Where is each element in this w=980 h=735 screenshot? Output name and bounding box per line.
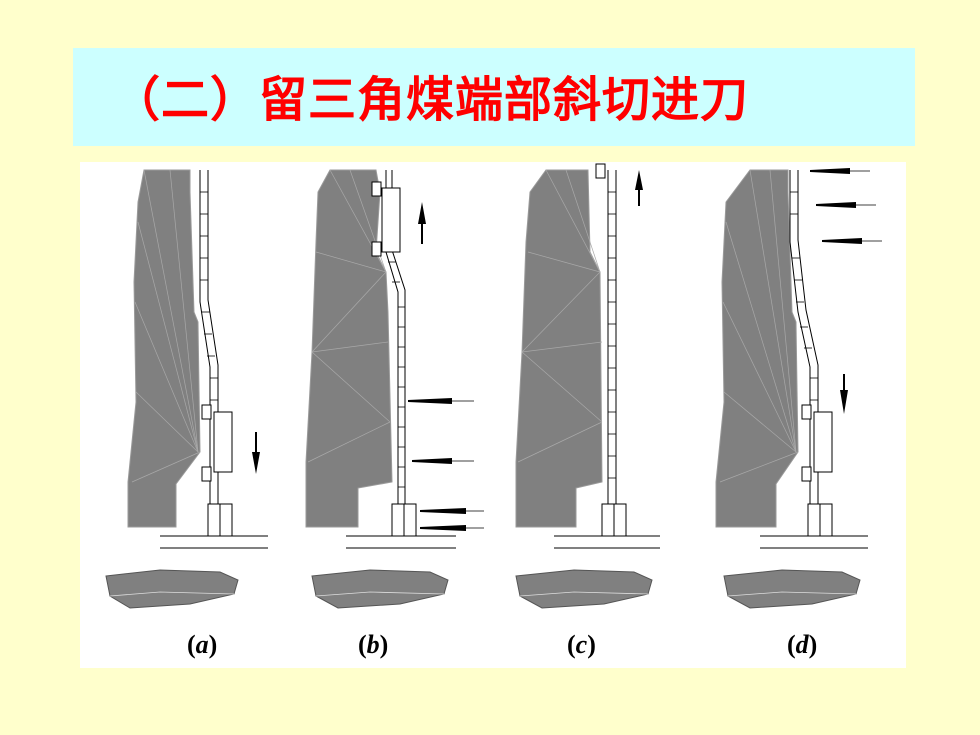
panel-a-seam-section [105,569,239,609]
panel-d-coal-face [715,169,799,528]
figure-panel [80,162,906,668]
slide-title: （二）留三角煤端部斜切进刀 [112,72,750,128]
panel-d-label: (d) [787,630,818,659]
panel-b-seam-section [311,569,449,609]
panel-a-coal-face [127,169,201,528]
panel-b-label: (b) [358,630,389,659]
panel-d-arrow-down [840,374,848,414]
panel-d-props [810,168,862,244]
panel-a-drawing [105,169,268,609]
panel-c-drawing [515,163,660,609]
diagram-svg [105,163,882,609]
panel-b-arrow-up [418,202,426,244]
panel-a-label: (a) [187,630,218,659]
panel-d-drawing [715,168,882,609]
panel-a-arrow-down [252,432,260,474]
panel-b-coal-face [305,169,393,528]
panel-c-label: (c) [567,630,596,659]
panel-b-drawing [305,169,484,609]
panel-c-arrow-up [635,170,643,206]
panel-b-props [408,398,466,531]
panel-d-seam-section [723,569,861,609]
title-bar [73,48,915,146]
panel-c-seam-section [515,569,653,609]
panel-c-coal-face [515,169,603,528]
